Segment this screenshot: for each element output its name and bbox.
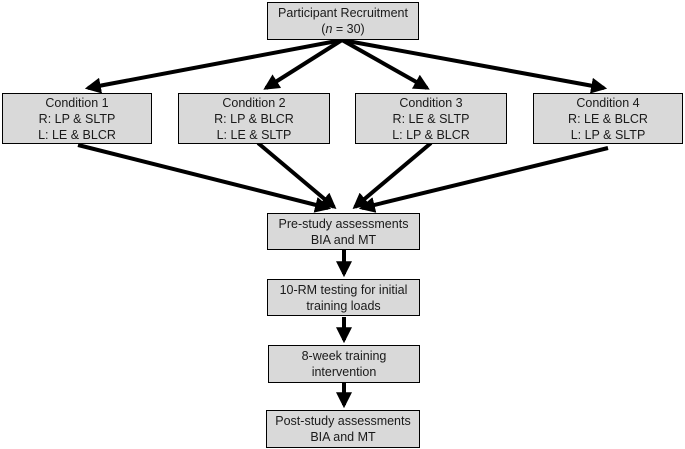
condition-4-left: L: LP & SLTP <box>570 127 646 142</box>
arrow-condition-4-to-pre-study <box>358 146 609 213</box>
arrow-recruit-to-condition-3 <box>341 38 430 90</box>
condition-2-left: L: LE & SLTP <box>216 127 292 142</box>
training-intervention-box: 8-week training intervention <box>268 345 420 383</box>
condition-4-right: R: LE & BLCR <box>568 111 648 126</box>
recruitment-sample-size: (n = 30) <box>321 22 365 36</box>
post-study-assessments-box: Post-study assessments BIA and MT <box>266 410 420 448</box>
condition-1-box: Condition 1 R: LP & SLTP L: LE & BLCR <box>2 93 152 144</box>
arrow-recruit-to-condition-2 <box>263 38 344 90</box>
arrow-condition-3-to-pre-study <box>352 141 433 210</box>
recruitment-title: Participant Recruitment <box>278 6 408 20</box>
condition-2-title: Condition 2 <box>222 95 286 110</box>
condition-1-left: L: LE & BLCR <box>38 127 116 142</box>
condition-3-box: Condition 3 R: LE & SLTP L: LP & BLCR <box>355 93 507 144</box>
condition-4-box: Condition 4 R: LE & BLCR L: LP & SLTP <box>533 93 683 144</box>
post-study-title: Post-study assessments <box>275 414 411 428</box>
condition-2-right: R: LP & BLCR <box>214 111 294 126</box>
pre-study-title: Pre-study assessments <box>278 216 409 231</box>
training-title: 8-week training <box>301 349 387 363</box>
condition-3-title: Condition 3 <box>399 95 463 110</box>
condition-4-title: Condition 4 <box>576 95 640 110</box>
condition-3-right: R: LE & SLTP <box>392 111 470 126</box>
pre-study-detail: BIA and MT <box>310 232 377 247</box>
arrow-recruit-to-condition-4 <box>341 38 608 94</box>
condition-2-box: Condition 2 R: LP & BLCR L: LE & SLTP <box>178 93 330 144</box>
arrow-recruit-to-condition-1 <box>84 38 343 94</box>
10rm-detail: training loads <box>306 298 381 313</box>
condition-1-right: R: LP & SLTP <box>38 111 116 126</box>
arrow-condition-2-to-pre-study <box>256 141 337 210</box>
condition-1-title: Condition 1 <box>45 95 109 110</box>
arrow-condition-1-to-pre-study <box>77 143 332 213</box>
pre-study-assessments-box: Pre-study assessments BIA and MT <box>267 213 420 250</box>
10rm-testing-box: 10-RM testing for initial training loads <box>267 279 420 316</box>
post-study-detail: BIA and MT <box>310 430 376 444</box>
participant-recruitment-box: Participant Recruitment (n = 30) <box>267 2 419 40</box>
10rm-title: 10-RM testing for initial <box>279 282 408 297</box>
training-detail: intervention <box>311 365 377 379</box>
condition-3-left: L: LP & BLCR <box>392 127 470 142</box>
